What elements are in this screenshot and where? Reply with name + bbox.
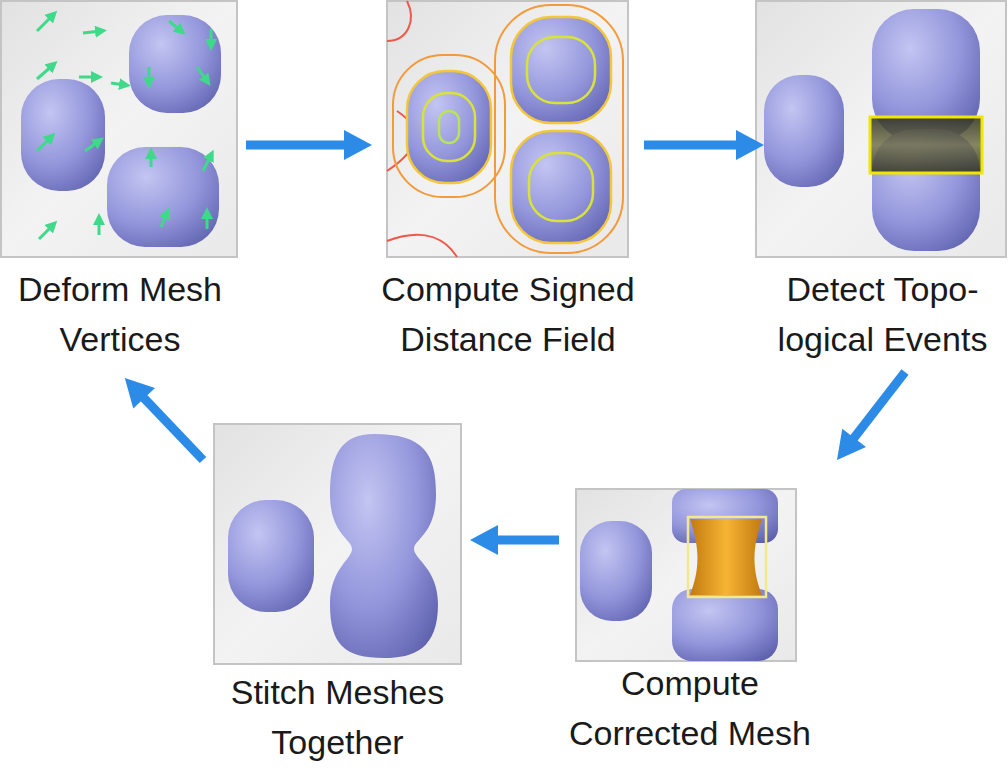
flow-arrow — [246, 130, 372, 160]
arrow-head — [837, 429, 866, 460]
arrow-shaft — [644, 141, 742, 150]
arrow-shaft — [492, 536, 559, 545]
arrow-head — [125, 378, 155, 409]
step-panel: Deform Mesh Vertices — [0, 0, 240, 364]
flow-arrow — [125, 378, 203, 460]
arrow-head — [736, 130, 764, 160]
arrow-head — [344, 130, 372, 160]
arrow-head — [470, 525, 498, 555]
flow-arrow — [470, 525, 559, 555]
flow-arrow — [644, 130, 764, 160]
step-panel: Compute Signed Distance Field — [378, 0, 638, 364]
arrow-shaft — [850, 372, 905, 443]
step-caption: Deform Mesh Vertices — [0, 264, 240, 364]
step-caption: Stitch Meshes Together — [222, 667, 454, 767]
step-panel: Stitch Meshes Together — [213, 423, 462, 767]
arrow-shaft — [246, 141, 350, 150]
step-panel: Detect Topo- logical Events — [770, 0, 995, 364]
arrow-shaft — [140, 394, 203, 460]
step-caption: Compute Signed Distance Field — [378, 264, 638, 364]
step-panel: Compute Corrected Mesh — [565, 488, 815, 758]
step-caption: Compute Corrected Mesh — [565, 658, 815, 758]
step-caption: Detect Topo- logical Events — [772, 264, 994, 364]
flow-arrow — [837, 372, 905, 460]
